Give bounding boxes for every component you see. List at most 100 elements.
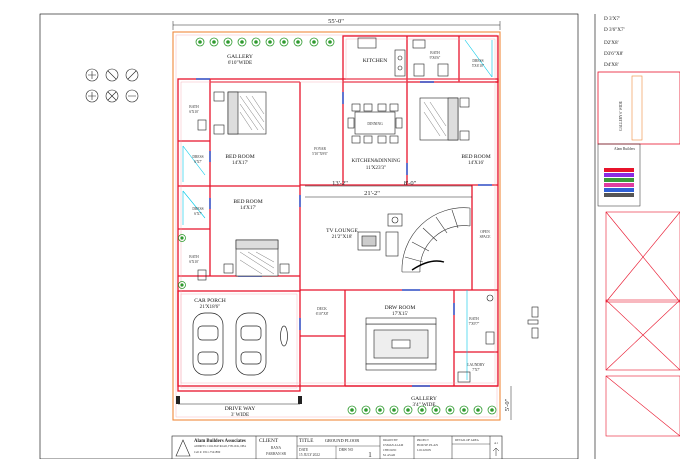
project-value: HOUSE PLAN xyxy=(417,443,439,447)
symbol-blocks xyxy=(85,68,139,103)
client-label: CLIENT xyxy=(259,438,279,444)
car-porch-size: 21'X18'6" xyxy=(200,304,221,310)
bed1-name: BED ROOM xyxy=(225,154,254,160)
title-label: TITLE xyxy=(299,438,313,444)
bed1-size: 14'X17' xyxy=(232,160,248,166)
lounge-width: 21'-2" xyxy=(364,190,380,197)
dress-top-name: DRESS xyxy=(472,59,483,63)
driveway-gate xyxy=(176,396,302,405)
kitchen-name: KITCHEN xyxy=(363,58,388,64)
drw-room-name: DRW ROOM xyxy=(385,305,416,311)
bath-top-name: BATH xyxy=(430,51,440,55)
firm-short: Alam Builders xyxy=(614,147,636,151)
plants-top xyxy=(195,37,335,47)
firm-address: ADDRESS: COLLEGE ROAD, F BLOCK, DHA xyxy=(194,445,246,448)
walls xyxy=(177,35,499,392)
gallery-bottom-name: GALLERY xyxy=(411,396,437,402)
right-elevation-marks xyxy=(527,306,539,339)
bed-2 xyxy=(223,239,290,277)
side-bottom-dim: 5'-0" xyxy=(504,398,511,411)
glass-lines xyxy=(182,39,493,380)
bath-right-size: 7'X9'7" xyxy=(469,322,480,326)
bath-left-size: 6'X10' xyxy=(189,110,199,114)
client-name-1: RANA xyxy=(271,446,282,450)
dress-top-size: 5'X6'10" xyxy=(472,64,485,68)
lounge-furniture xyxy=(357,213,403,257)
sheet-frame xyxy=(39,13,596,459)
legend-line-3: D2'X8' xyxy=(604,40,619,46)
laundry-size: 7'X7' xyxy=(472,368,480,372)
bath-left2-size: 6'X10' xyxy=(189,260,199,264)
right-panel: D 3'X7' D 3'6"X7' D2'X8' D3'6"X8' D4'X8'… xyxy=(597,16,680,437)
bed-1 xyxy=(213,91,267,135)
drw-no-value: 1 xyxy=(368,451,372,459)
detail-label: DETAIL OF AREA xyxy=(455,438,480,442)
inner-wall-lines xyxy=(180,38,496,389)
drw-no-label: DRW NO xyxy=(339,448,354,452)
drw-room-size: 17'X15' xyxy=(392,311,408,317)
bath-fixtures xyxy=(197,63,495,383)
firm-contact: Cell #: 0311-7541899 xyxy=(194,450,221,454)
dress-left2-size: 6'X7' xyxy=(194,212,202,216)
gallery-bottom-size: 3'4" WIDE xyxy=(413,402,436,408)
drawn-by-label: DRAWN BY xyxy=(383,439,398,442)
laundry-name: LAUNDRY xyxy=(467,363,485,367)
drawing-room-sofa xyxy=(365,317,437,371)
open-space-size: SPACE xyxy=(480,235,492,239)
sheet-label: A1 xyxy=(494,441,498,445)
drawn-by: USMAN ALAM xyxy=(383,443,404,447)
tv-lounge-name: TV LOUNGE xyxy=(326,228,358,234)
drive-way-size: 3' WIDE xyxy=(231,412,249,418)
bath-top-size: 9'X6'6" xyxy=(430,56,441,60)
bed-right-size: 14'X16' xyxy=(468,160,484,166)
legend-line-1: D 3'X7' xyxy=(604,16,620,22)
bath-left2-name: BATH xyxy=(189,255,199,259)
side-dimension: 5'-0" xyxy=(504,386,512,420)
lounge-split-right: 8'-0" xyxy=(404,180,417,187)
firm-name: Alam Builders Associates xyxy=(194,439,246,444)
project-label: PROJECT xyxy=(417,439,429,442)
dress-left-name: DRESS xyxy=(192,155,203,159)
foyar-size: 5'10"X9'6" xyxy=(312,152,328,156)
kitchen-counter xyxy=(357,37,426,77)
cars xyxy=(192,312,288,376)
checked-label: CHECKED xyxy=(383,449,396,452)
dress-left-size: 6'X7' xyxy=(194,160,202,164)
title-block: Alam Builders Associates ADDRESS: COLLEG… xyxy=(171,435,503,459)
bed2-name: BED ROOM xyxy=(233,199,262,205)
kitchen-dinning-size: 11'X23'3" xyxy=(366,165,387,171)
gallery-vertical-label: GALLERY 6' WIDE xyxy=(619,100,623,131)
bed-right-name: BED ROOM xyxy=(461,154,490,160)
top-dimension: 55'-0" xyxy=(172,18,501,30)
dinning-table-label: DINNING xyxy=(367,122,383,126)
gallery-top-size: 6'10"WIDE xyxy=(228,60,252,66)
legend-line-4: D3'6"X8' xyxy=(604,51,623,57)
north-arrow-icon xyxy=(492,447,500,456)
kitchen-dinning-name: KITCHEN&DINNING xyxy=(352,158,401,164)
open-space-name: OPEN xyxy=(480,230,490,234)
legend-line-5: D4'X8' xyxy=(604,62,619,68)
tv-lounge-size: 21'2"X18' xyxy=(332,234,353,240)
location-label: LOCATION xyxy=(417,449,431,452)
drive-way-name: DRIVE WAY xyxy=(225,406,256,412)
plants-bottom xyxy=(178,234,497,415)
bath-left-name: BATH xyxy=(189,105,199,109)
foyar-name: FOYAR xyxy=(314,147,326,151)
checked-by: M. ASAD xyxy=(383,453,396,457)
deck-name: DECK xyxy=(317,307,327,311)
date-value: 15 JULY 2022 xyxy=(299,453,320,457)
legend-line-2: D 3'6"X7' xyxy=(604,27,625,33)
client-name-2: FARHAN SB xyxy=(266,452,286,456)
top-width-dim: 55'-0" xyxy=(328,18,344,25)
gallery-top-name: GALLERY xyxy=(227,54,253,60)
plot-boundary xyxy=(172,31,501,421)
dining-table xyxy=(347,103,403,144)
dress-left2-name: DRESS xyxy=(192,207,203,211)
date-label: DATE xyxy=(299,448,309,452)
lounge-split-left: 13'-2" xyxy=(332,180,348,187)
spiral-stair xyxy=(401,207,471,273)
bed2-size: 14'X17' xyxy=(240,205,256,211)
bath-right-name: BATH xyxy=(469,317,479,321)
